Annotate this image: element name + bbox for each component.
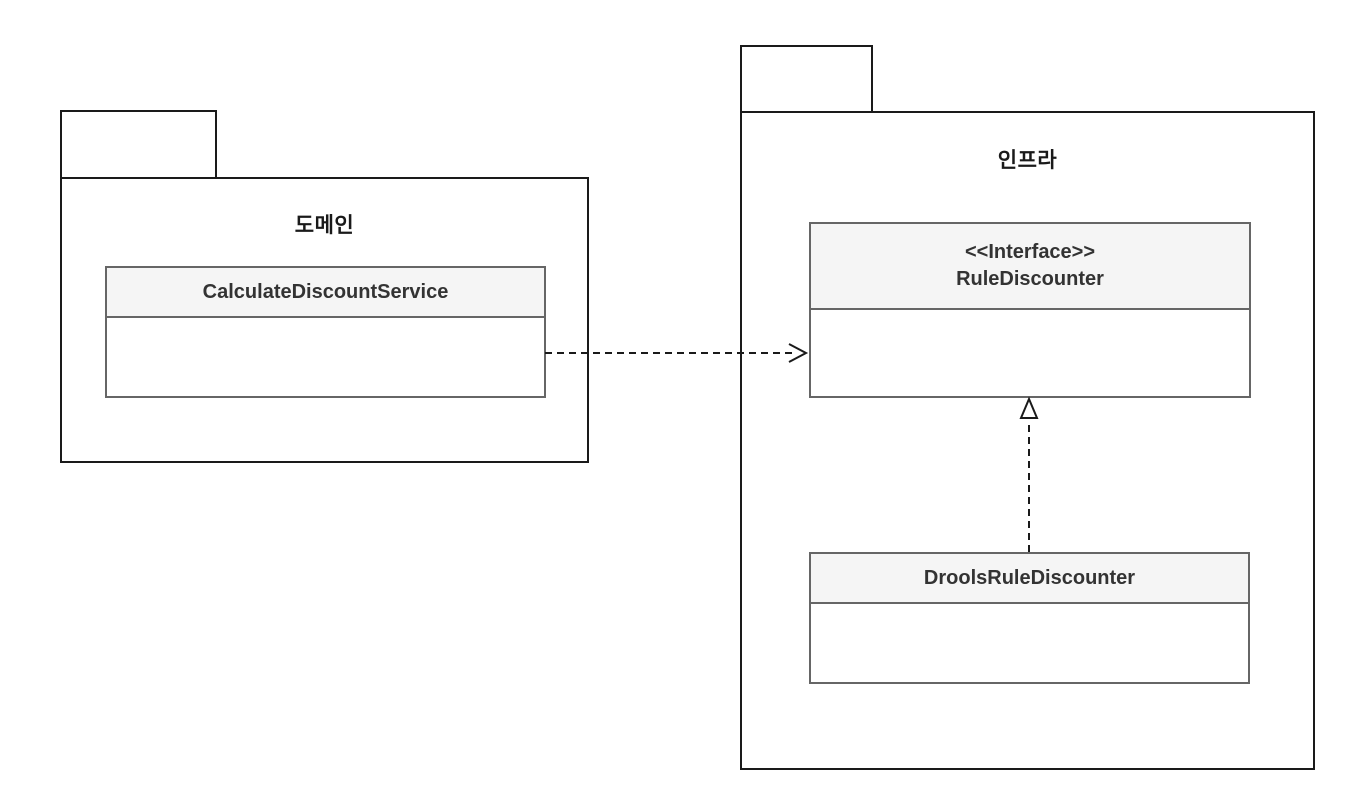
class-calculate-discount-service-name: CalculateDiscountService	[202, 280, 449, 303]
class-rule-discounter-stereotype: <<Interface>>	[964, 241, 1096, 263]
package-domain-label: 도메인	[294, 214, 355, 237]
class-rule-discounter: <<Interface>> RuleDiscounter	[809, 222, 1251, 398]
class-drools-rule-discounter-name: DroolsRuleDiscounter	[923, 566, 1136, 589]
class-drools-rule-discounter-header: DroolsRuleDiscounter	[811, 554, 1248, 604]
package-domain-tab	[60, 110, 217, 179]
class-rule-discounter-header: <<Interface>> RuleDiscounter	[811, 224, 1249, 310]
class-calculate-discount-service-header: CalculateDiscountService	[107, 268, 544, 318]
package-infra-label: 인프라	[997, 149, 1058, 172]
class-rule-discounter-name: RuleDiscounter	[956, 268, 1104, 290]
package-infra-tab	[740, 45, 873, 113]
class-drools-rule-discounter: DroolsRuleDiscounter	[809, 552, 1250, 684]
class-calculate-discount-service: CalculateDiscountService	[105, 266, 546, 398]
